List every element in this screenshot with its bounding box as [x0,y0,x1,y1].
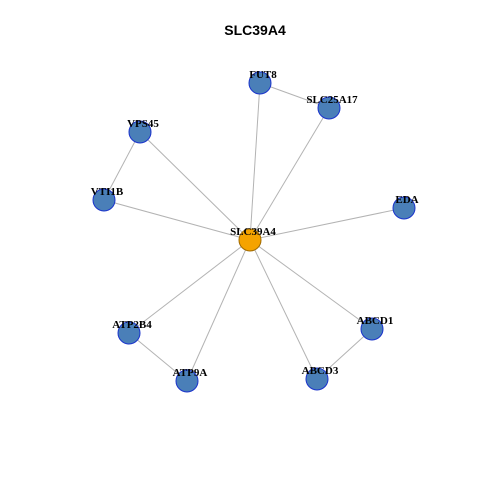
node-label-abcd3: ABCD3 [302,365,339,377]
node-atp2b4[interactable] [117,321,141,345]
node-label-atp2b4: ATP2B4 [112,319,152,331]
node-label-atp9a: ATP9A [173,367,208,379]
node-label-vti1b: VTI1B [91,186,124,198]
edge-slc39a4-atp9a [186,239,251,382]
node-eda[interactable] [392,196,416,220]
node-label-fut8: FUT8 [249,69,277,81]
node-slc25a17[interactable] [317,96,341,120]
node-label-abcd1: ABCD1 [357,315,394,327]
node-label-slc39a4: SLC39A4 [230,226,276,238]
node-fut8[interactable] [248,71,272,95]
node-abcd1[interactable] [360,317,384,341]
node-vti1b[interactable] [92,188,116,212]
edge-vps45-vti1b [103,131,141,201]
node-label-slc25a17: SLC25A17 [306,94,358,106]
diagram-title: SLC39A4 [224,22,286,38]
edge-slc39a4-abcd1 [249,239,373,330]
edge-slc39a4-slc25a17 [249,107,330,241]
node-label-eda: EDA [395,194,418,206]
edge-slc39a4-vti1b [103,199,251,241]
edge-atp2b4-atp9a [128,332,188,382]
edge-slc39a4-fut8 [249,82,261,241]
edge-layer [103,82,405,382]
edge-slc39a4-abcd3 [249,239,318,380]
edge-slc39a4-atp2b4 [128,239,251,334]
node-label-vps45: VPS45 [127,118,159,130]
node-vps45[interactable] [128,120,152,144]
edge-slc39a4-vps45 [139,131,251,241]
edge-abcd1-abcd3 [316,328,373,380]
node-abcd3[interactable] [305,367,329,391]
node-slc39a4[interactable] [238,228,262,252]
edge-slc39a4-eda [249,207,405,241]
node-layer [92,71,416,393]
node-atp9a[interactable] [175,369,199,393]
edge-fut8-slc25a17 [259,82,330,109]
